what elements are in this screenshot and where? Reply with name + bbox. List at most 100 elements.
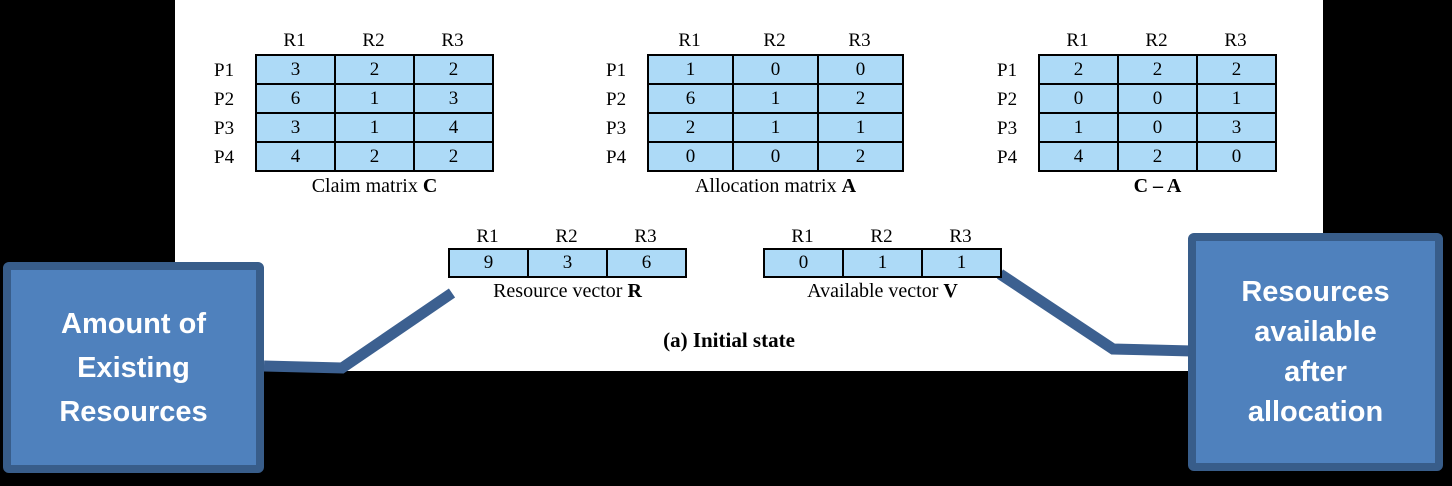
matrix-cell: 2 (336, 56, 413, 83)
matrix-cell: 2 (1119, 143, 1196, 170)
matrix-cell: 3 (1198, 114, 1275, 141)
vector-cell: 6 (608, 250, 685, 276)
claim-matrix-row-labels: P1 P2 P3 P4 (211, 56, 255, 172)
col-header: R1 (1066, 30, 1089, 51)
row-label: P3 (214, 117, 235, 139)
col-header: R2 (555, 226, 578, 247)
col-header: R2 (1145, 30, 1168, 51)
matrix-cell: 3 (257, 114, 334, 141)
c-minus-a-caption: C – A (1133, 175, 1182, 197)
matrix-cell: 2 (819, 85, 902, 112)
available-vector-caption: Available vector V (807, 280, 958, 302)
matrix-cell: 4 (257, 143, 334, 170)
c-minus-a-grid: 2 2 2 0 0 1 1 0 3 4 2 0 (1038, 54, 1277, 172)
matrix-cell: 4 (415, 114, 492, 141)
matrix-cell: 6 (649, 85, 732, 112)
matrix-cell: 2 (1040, 56, 1117, 83)
matrix-cell: 2 (649, 114, 732, 141)
c-minus-a-matrix: R1 R2 R3 P1 P2 P3 P4 2 2 2 0 0 1 1 0 3 4 (994, 30, 1277, 198)
callout-line: Resources (59, 395, 208, 428)
resource-vector-caption: Resource vector R (493, 280, 642, 302)
row-label: P1 (214, 59, 235, 81)
resource-vector-grid: 9 3 6 (448, 248, 687, 278)
matrix-cell: 0 (1040, 85, 1117, 112)
row-label: P4 (214, 146, 235, 168)
resource-vector: R1 R2 R3 9 3 6 Resource vector R (448, 222, 687, 303)
row-label: P2 (214, 88, 235, 110)
allocation-matrix-col-headers: R1 R2 R3 (647, 30, 904, 54)
col-header: R3 (441, 30, 464, 51)
available-vector-grid: 0 1 1 (763, 248, 1002, 278)
matrix-cell: 1 (819, 114, 902, 141)
row-label: P1 (606, 59, 627, 81)
figure-caption: (a) Initial state (663, 328, 795, 352)
callout-available-after-allocation: Resources available after allocation (1188, 233, 1443, 471)
col-header: R3 (1224, 30, 1247, 51)
callout-line: after (1284, 356, 1347, 388)
col-header: R1 (678, 30, 701, 51)
matrix-cell: 0 (1119, 85, 1196, 112)
vector-cell: 1 (923, 250, 1000, 276)
callout-line: available (1254, 316, 1377, 348)
allocation-matrix-caption: Allocation matrix A (694, 175, 857, 197)
col-header: R1 (476, 226, 499, 247)
row-label: P4 (997, 146, 1018, 168)
matrix-cell: 1 (336, 114, 413, 141)
c-minus-a-col-headers: R1 R2 R3 (1038, 30, 1277, 54)
col-header: R3 (848, 30, 871, 51)
matrix-cell: 2 (819, 143, 902, 170)
vector-cell: 9 (450, 250, 527, 276)
col-header: R2 (763, 30, 786, 51)
vector-cell: 3 (529, 250, 606, 276)
matrix-cell: 2 (1198, 56, 1275, 83)
matrix-cell: 3 (415, 85, 492, 112)
vector-cell: 1 (844, 250, 921, 276)
matrix-cell: 1 (734, 114, 817, 141)
matrix-cell: 2 (1119, 56, 1196, 83)
row-label: P2 (997, 88, 1018, 110)
row-label: P3 (997, 117, 1018, 139)
matrix-cell: 2 (336, 143, 413, 170)
matrix-cell: 1 (734, 85, 817, 112)
row-label: P3 (606, 117, 627, 139)
available-vector: R1 R2 R3 0 1 1 Available vector V (763, 222, 1002, 303)
vector-cell: 0 (765, 250, 842, 276)
col-header: R3 (634, 226, 657, 247)
col-header: R2 (362, 30, 385, 51)
claim-matrix-col-headers: R1 R2 R3 (255, 30, 494, 54)
resource-vector-col-headers: R1 R2 R3 (448, 222, 687, 248)
matrix-cell: 2 (415, 143, 492, 170)
matrix-cell: 2 (415, 56, 492, 83)
matrix-cell: 1 (1040, 114, 1117, 141)
allocation-matrix-row-labels: P1 P2 P3 P4 (603, 56, 647, 172)
col-header: R1 (791, 226, 814, 247)
matrix-cell: 6 (257, 85, 334, 112)
matrix-cell: 3 (257, 56, 334, 83)
allocation-matrix-grid: 1 0 0 6 1 2 2 1 1 0 0 2 (647, 54, 904, 172)
row-label: P1 (997, 59, 1018, 81)
matrix-cell: 1 (1198, 85, 1275, 112)
callout-line: Amount of (61, 307, 206, 340)
row-label: P4 (606, 146, 627, 168)
callout-line: Resources (1241, 276, 1390, 308)
c-minus-a-row-labels: P1 P2 P3 P4 (994, 56, 1038, 172)
matrix-cell: 0 (819, 56, 902, 83)
matrix-cell: 0 (734, 56, 817, 83)
matrix-cell: 0 (1119, 114, 1196, 141)
matrix-cell: 4 (1040, 143, 1117, 170)
col-header: R2 (870, 226, 893, 247)
claim-matrix-grid: 3 2 2 6 1 3 3 1 4 4 2 2 (255, 54, 494, 172)
callout-line: Existing (77, 351, 190, 384)
available-vector-col-headers: R1 R2 R3 (763, 222, 1002, 248)
col-header: R1 (283, 30, 306, 51)
matrix-cell: 1 (649, 56, 732, 83)
claim-matrix: R1 R2 R3 P1 P2 P3 P4 3 2 2 6 1 3 3 1 4 4 (211, 30, 494, 198)
callout-line: allocation (1247, 396, 1384, 428)
matrix-cell: 0 (734, 143, 817, 170)
callout-existing-resources: Amount of Existing Resources (3, 262, 264, 473)
matrix-cell: 0 (1198, 143, 1275, 170)
col-header: R3 (949, 226, 972, 247)
matrix-cell: 0 (649, 143, 732, 170)
allocation-matrix: R1 R2 R3 P1 P2 P3 P4 1 0 0 6 1 2 2 1 1 0 (603, 30, 904, 198)
